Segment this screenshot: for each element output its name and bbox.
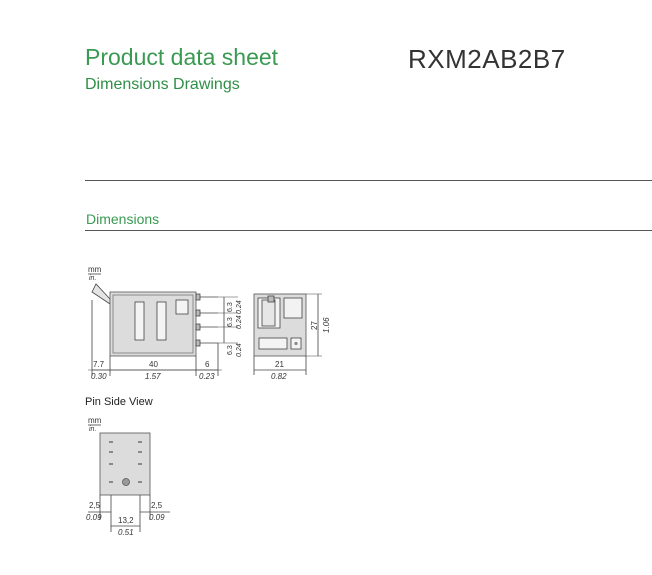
dim-pin-right-mm: 2,5 <box>151 501 163 510</box>
section-title: Dimensions <box>86 211 160 227</box>
pin-side-view: mm in. 2,5 0.09 2,5 0.09 13,2 0.51 <box>86 416 170 537</box>
relay-front-view: 21 0.82 27 1.06 <box>253 293 331 381</box>
dim-pin-right-in: 0.09 <box>149 513 165 522</box>
pin-side-view-label: Pin Side View <box>85 396 153 408</box>
dim-height-mm: 27 <box>310 321 319 330</box>
dim-pin-span-in: 0.51 <box>118 528 134 537</box>
unit-in-label-2: in. <box>89 426 96 433</box>
dim-height-in: 1.06 <box>322 317 331 333</box>
dim-body-in: 1.57 <box>145 372 161 381</box>
dim-pin-mm: 6 <box>205 360 210 369</box>
dim-pitch-b-mm: 6.3 <box>227 317 234 327</box>
dim-pitch-b-in: 0.24 <box>236 315 243 329</box>
unit-mm-label-2: mm <box>88 416 102 425</box>
unit-mm-label: mm <box>88 265 102 274</box>
section-divider <box>85 230 652 231</box>
relay-side-view: mm in. 7.7 0.30 40 1.57 6 0.2 <box>88 265 243 381</box>
dim-left-mm: 7.7 <box>93 360 105 369</box>
dim-pin-in: 0.23 <box>199 372 215 381</box>
dim-pitch-c-mm: 6.3 <box>227 345 234 355</box>
dim-pin-left-mm: 2,5 <box>89 501 101 510</box>
product-reference: RXM2AB2B7 <box>408 44 566 74</box>
dim-pin-left-in: 0.09 <box>86 513 102 522</box>
document-subtitle: Dimensions Drawings <box>85 76 240 93</box>
dim-width-in: 0.82 <box>271 372 287 381</box>
dim-width-mm: 21 <box>275 360 284 369</box>
dim-pitch-a-mm: 6.3 <box>227 302 234 312</box>
header-divider <box>85 180 652 181</box>
dim-pitch-c-in: 0.24 <box>236 343 243 357</box>
dim-body-mm: 40 <box>149 360 158 369</box>
dim-pin-span-mm: 13,2 <box>118 516 134 525</box>
dim-pitch-a-in: 0.24 <box>236 300 243 314</box>
document-title: Product data sheet <box>85 44 279 70</box>
unit-in-label: in. <box>89 275 96 282</box>
dim-left-in: 0.30 <box>91 372 107 381</box>
